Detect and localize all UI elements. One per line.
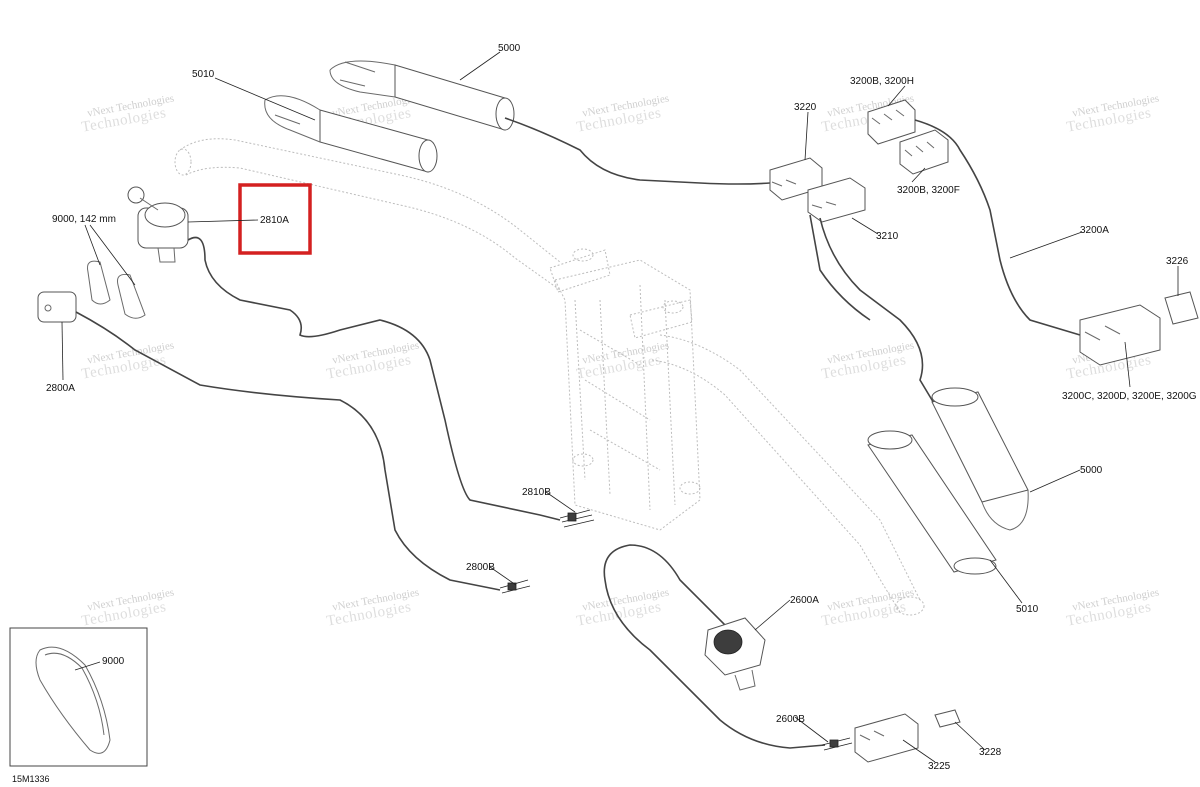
wire-2600 <box>603 544 826 749</box>
grip-heater-left-5000 <box>329 60 515 131</box>
connector-3200b-3200h <box>867 99 916 145</box>
terminals-2600b <box>821 737 853 751</box>
callout-5000-right: 5000 <box>1080 465 1103 476</box>
callout-3200b-3200h: 3200B, 3200H <box>850 76 914 87</box>
connector-3200c-3200g <box>1079 304 1161 366</box>
callout-3210: 3210 <box>876 231 899 242</box>
callout-3200a: 3200A <box>1080 225 1109 236</box>
inset-clamp-detail <box>9 627 148 767</box>
terminals-2810b <box>559 509 595 528</box>
callout-2800a: 2800A <box>46 383 75 394</box>
callout-labels: 5000 5010 9000, 142 mm 2810A 2800A 2810B… <box>46 43 1197 772</box>
callout-2810b: 2810B <box>522 487 551 498</box>
callout-3220: 3220 <box>794 102 817 113</box>
grip-right-5010 <box>867 430 997 575</box>
cable-clamp-9000 <box>87 260 146 319</box>
callout-2600a: 2600A <box>790 595 819 606</box>
riser-ghost <box>549 248 701 531</box>
connector-3210 <box>807 177 866 223</box>
callout-2810a: 2810A <box>260 215 289 226</box>
switch-2600a <box>704 617 766 691</box>
wire-grip-5000 <box>504 117 771 185</box>
wire-3200a <box>914 119 1081 336</box>
leader-lines <box>61 51 1179 763</box>
drawing-code: 15M1336 <box>12 774 50 784</box>
callout-9000-142mm: 9000, 142 mm <box>52 214 116 225</box>
terminal-3228 <box>934 709 961 728</box>
callout-3200b-3200f: 3200B, 3200F <box>897 185 960 196</box>
callout-3200c-3200g: 3200C, 3200D, 3200E, 3200G <box>1062 391 1197 402</box>
wire-2800 <box>75 311 501 591</box>
terminal-3226 <box>1164 291 1199 325</box>
callout-3228: 3228 <box>979 747 1002 758</box>
switch-2810a <box>127 186 189 263</box>
connector-3200b-3200f <box>899 129 949 175</box>
callout-5010-right: 5010 <box>1016 604 1039 615</box>
highlight-box-2810a <box>238 183 312 255</box>
callout-5010-top: 5010 <box>192 69 215 80</box>
wire-3210 <box>819 217 936 406</box>
connector-3225 <box>854 713 919 763</box>
callout-5000-top: 5000 <box>498 43 521 54</box>
wire-2810 <box>187 236 561 521</box>
callout-2800b: 2800B <box>466 562 495 573</box>
handlebar-ghost <box>174 138 925 616</box>
callout-3225: 3225 <box>928 761 951 772</box>
callout-9000-inset: 9000 <box>102 656 125 667</box>
wire-3210-b <box>809 214 871 321</box>
callout-3226: 3226 <box>1166 256 1189 267</box>
connector-2800a <box>37 291 77 323</box>
grip-heater-right-5000 <box>931 387 1029 531</box>
callout-2600b: 2600B <box>776 714 805 725</box>
grip-left-5010 <box>264 95 438 173</box>
terminals-2800b <box>499 579 531 594</box>
